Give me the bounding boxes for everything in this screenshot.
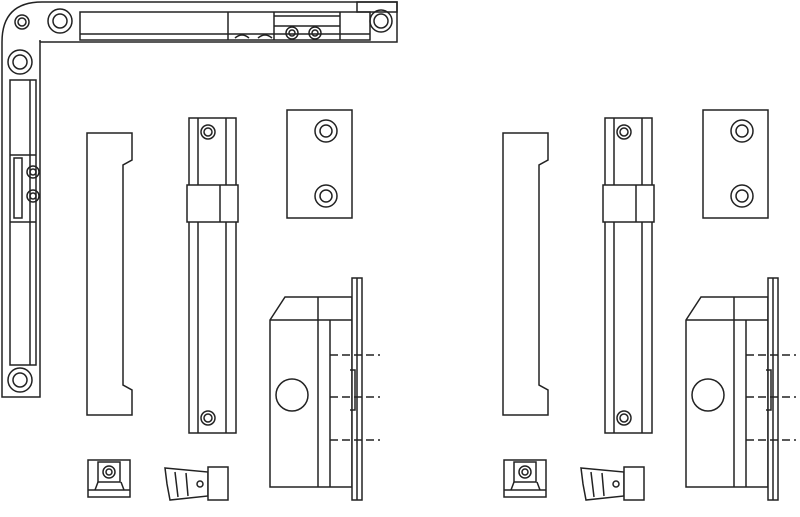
small-clip [87,459,131,498]
mounting-plate [286,109,353,219]
corner-bracket [1,1,398,398]
part-set [86,109,380,501]
slide-rail [186,117,239,434]
profile-strip [86,132,133,416]
lug-connector [164,466,229,501]
lock-body [269,277,380,501]
part-set-copy [502,109,797,501]
